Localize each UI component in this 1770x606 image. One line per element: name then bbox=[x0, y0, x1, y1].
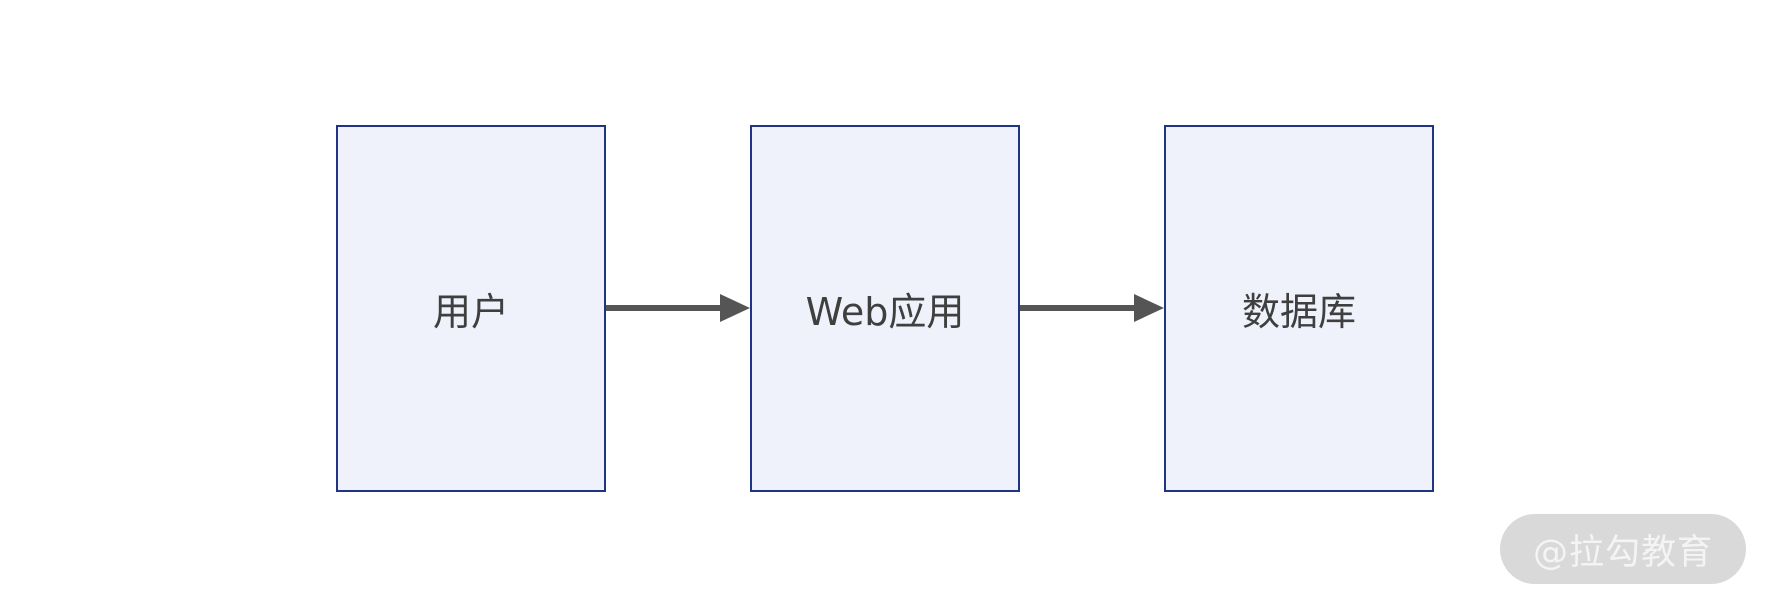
node-label-user: 用户 bbox=[432, 290, 509, 334]
arrowhead-icon bbox=[720, 294, 750, 322]
node-web-app: Web应用 bbox=[750, 125, 1020, 492]
arrow-web-to-database bbox=[1020, 294, 1164, 322]
arrow-user-to-web bbox=[606, 294, 750, 322]
node-label-database: 数据库 bbox=[1241, 290, 1356, 334]
node-database: 数据库 bbox=[1164, 125, 1434, 492]
watermark-text: @拉勾教育 bbox=[1532, 532, 1713, 573]
node-label-web-app: Web应用 bbox=[805, 290, 965, 334]
arrowhead-icon bbox=[1134, 294, 1164, 322]
node-user: 用户 bbox=[336, 125, 606, 492]
watermark-badge: @拉勾教育 bbox=[1500, 514, 1746, 584]
